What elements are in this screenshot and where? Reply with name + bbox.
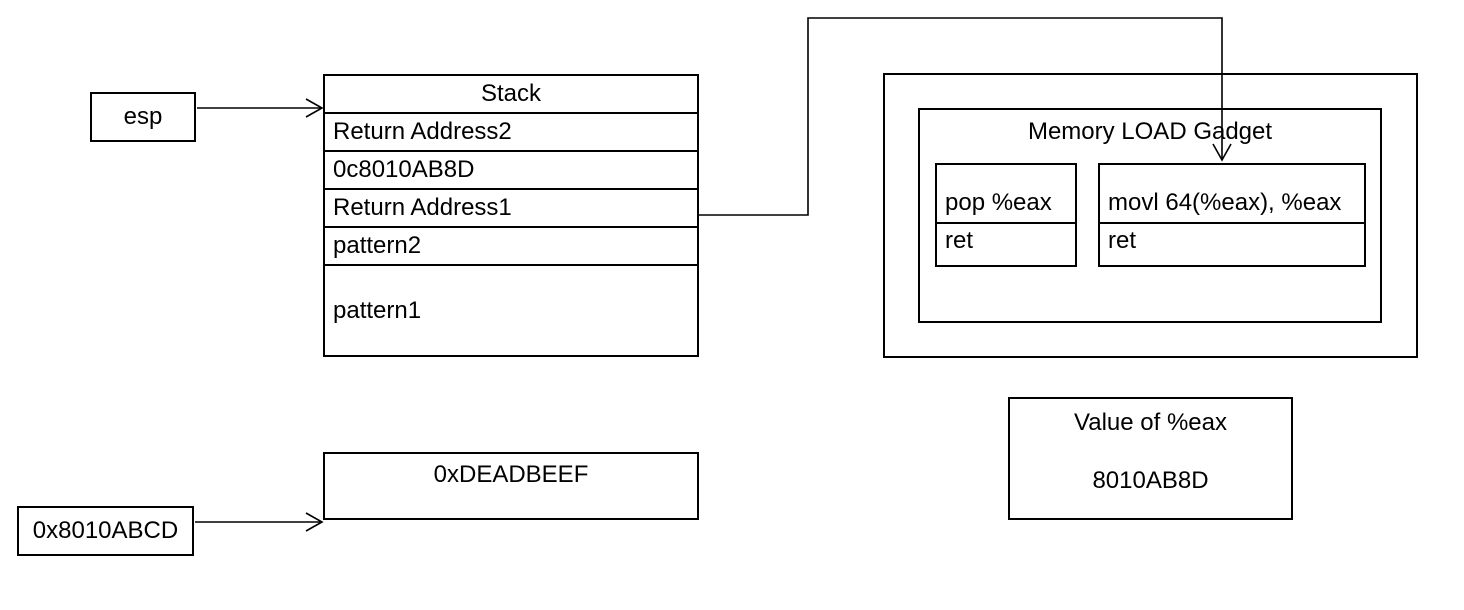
- memory-address-box: 0x8010ABCD: [17, 506, 194, 556]
- stack-title: Stack: [480, 80, 542, 107]
- deadbeef-label: 0xDEADBEEF: [433, 461, 589, 488]
- movl-instruction: movl 64(%eax), %eax: [1108, 189, 1342, 216]
- stack-row-address-value: 0c8010AB8D: [325, 150, 697, 188]
- pop-eax-ret-instruction: ret: [937, 222, 1075, 265]
- stack-row-return-address2: Return Address2: [325, 112, 697, 150]
- esp-register-label: esp: [123, 103, 163, 130]
- stack-box: Stack Return Address2 0c8010AB8D Return …: [323, 74, 699, 357]
- memory-load-gadget-title: Memory LOAD Gadget: [1027, 118, 1273, 145]
- value-of-eax-box: Value of %eax 8010AB8D: [1008, 397, 1293, 520]
- value-of-eax-number: 8010AB8D: [1092, 467, 1209, 494]
- esp-register-box: esp: [90, 92, 196, 142]
- value-of-eax-title: Value of %eax: [1074, 409, 1227, 436]
- pop-eax-instruction: pop %eax: [945, 189, 1052, 216]
- movl-gadget-box: movl 64(%eax), %eax ret: [1098, 163, 1366, 267]
- deadbeef-memory-box: 0xDEADBEEF: [323, 452, 699, 520]
- movl-ret-instruction: ret: [1100, 222, 1364, 265]
- stack-row-pattern2: pattern2: [325, 226, 697, 264]
- stack-row-pattern1: pattern1: [325, 264, 697, 355]
- pop-eax-gadget-box: pop %eax ret: [935, 163, 1077, 267]
- memory-address-label: 0x8010ABCD: [32, 517, 179, 544]
- stack-row-return-address1: Return Address1: [325, 188, 697, 226]
